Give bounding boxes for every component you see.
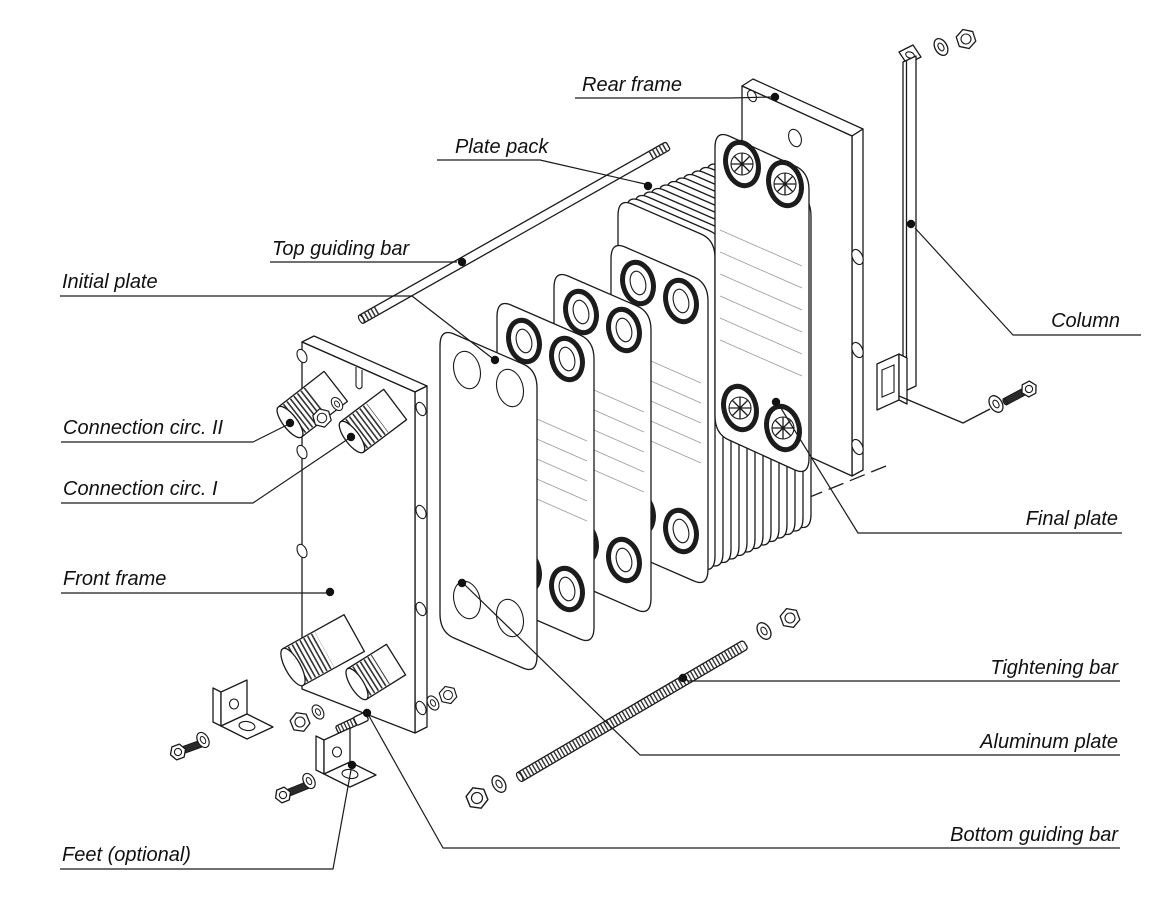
label-top-guiding-bar: Top guiding bar (272, 238, 410, 260)
aluminum-plate-dot (457, 578, 467, 588)
label-column: Column (1051, 310, 1120, 332)
column-top-nut (953, 27, 979, 51)
bracket-washer (985, 392, 1007, 416)
bracket-bolt (999, 378, 1040, 410)
label-connection-circ-1: Connection circ. I (63, 478, 218, 500)
label-initial-plate: Initial plate (62, 271, 158, 293)
rear-frame-leader (575, 96, 772, 99)
tightening-bar-dot (678, 673, 688, 683)
connection-circ-2-part (276, 370, 349, 439)
initial-plate-leader (60, 295, 493, 359)
final-plate-part (714, 133, 810, 473)
label-bottom-guiding-bar: Bottom guiding bar (950, 824, 1119, 846)
bottom-guiding-bar-leader (368, 715, 1120, 849)
annotations: Rear frame Plate pack Top guiding bar In… (60, 74, 1141, 870)
feet-leader (60, 769, 352, 870)
label-connection-circ-2: Connection circ. II (63, 417, 224, 439)
label-tightening-bar: Tightening bar (990, 657, 1119, 679)
plate-pack-leader (437, 159, 646, 185)
tightening-bar-front-washer (488, 772, 510, 796)
top-guiding-bar-dot (457, 257, 467, 267)
connection-circ-1-dot (346, 432, 356, 442)
foot-bracket-right (315, 727, 377, 788)
front-frame-dot (325, 587, 335, 597)
bgb-front-washer (309, 702, 327, 722)
bottom-connection-small (345, 643, 407, 701)
final-plate-dot (771, 397, 781, 407)
bgb-front-nut (288, 711, 312, 733)
bracket-bolt-assembly-line (898, 395, 991, 424)
connection-circ-1-part (338, 388, 408, 454)
feet-dot (347, 760, 357, 770)
bottom-guiding-bar-dot (362, 708, 372, 718)
plate-pack-dot (643, 181, 653, 191)
tightening-bar-rear-nut (777, 607, 803, 629)
aluminum-plate-leader (464, 584, 1120, 756)
label-aluminum-plate: Aluminum plate (979, 731, 1118, 753)
column-part (898, 44, 922, 393)
label-final-plate: Final plate (1026, 508, 1118, 530)
tightening-bar-part (515, 640, 748, 782)
label-front-frame: Front frame (63, 568, 166, 590)
foot-bracket-left (212, 679, 274, 740)
connection-circ-2-dot (285, 418, 295, 428)
connection-circ-2-leader (61, 424, 288, 443)
rear-frame-dot (770, 92, 780, 102)
top-guiding-bar-part (357, 141, 671, 324)
label-rear-frame: Rear frame (582, 74, 682, 96)
column-top-washer (930, 35, 952, 59)
initial-aluminum-plate-part (440, 333, 537, 670)
tightening-bar-leader (685, 678, 1120, 682)
label-plate-pack: Plate pack (455, 136, 549, 158)
column-dot (906, 219, 916, 229)
final-plate-leader (778, 404, 1122, 534)
initial-plate-dot (490, 355, 500, 365)
bgb-rear-nut (436, 684, 460, 706)
bottom-connection-large (280, 614, 366, 687)
tightening-bar-front-nut (464, 786, 490, 810)
column-leader (914, 227, 1141, 336)
tightening-bar-rear-washer (753, 619, 775, 643)
connection-circ-1-leader (61, 438, 349, 504)
label-feet: Feet (optional) (62, 844, 191, 866)
column-foot-bracket (876, 353, 908, 411)
